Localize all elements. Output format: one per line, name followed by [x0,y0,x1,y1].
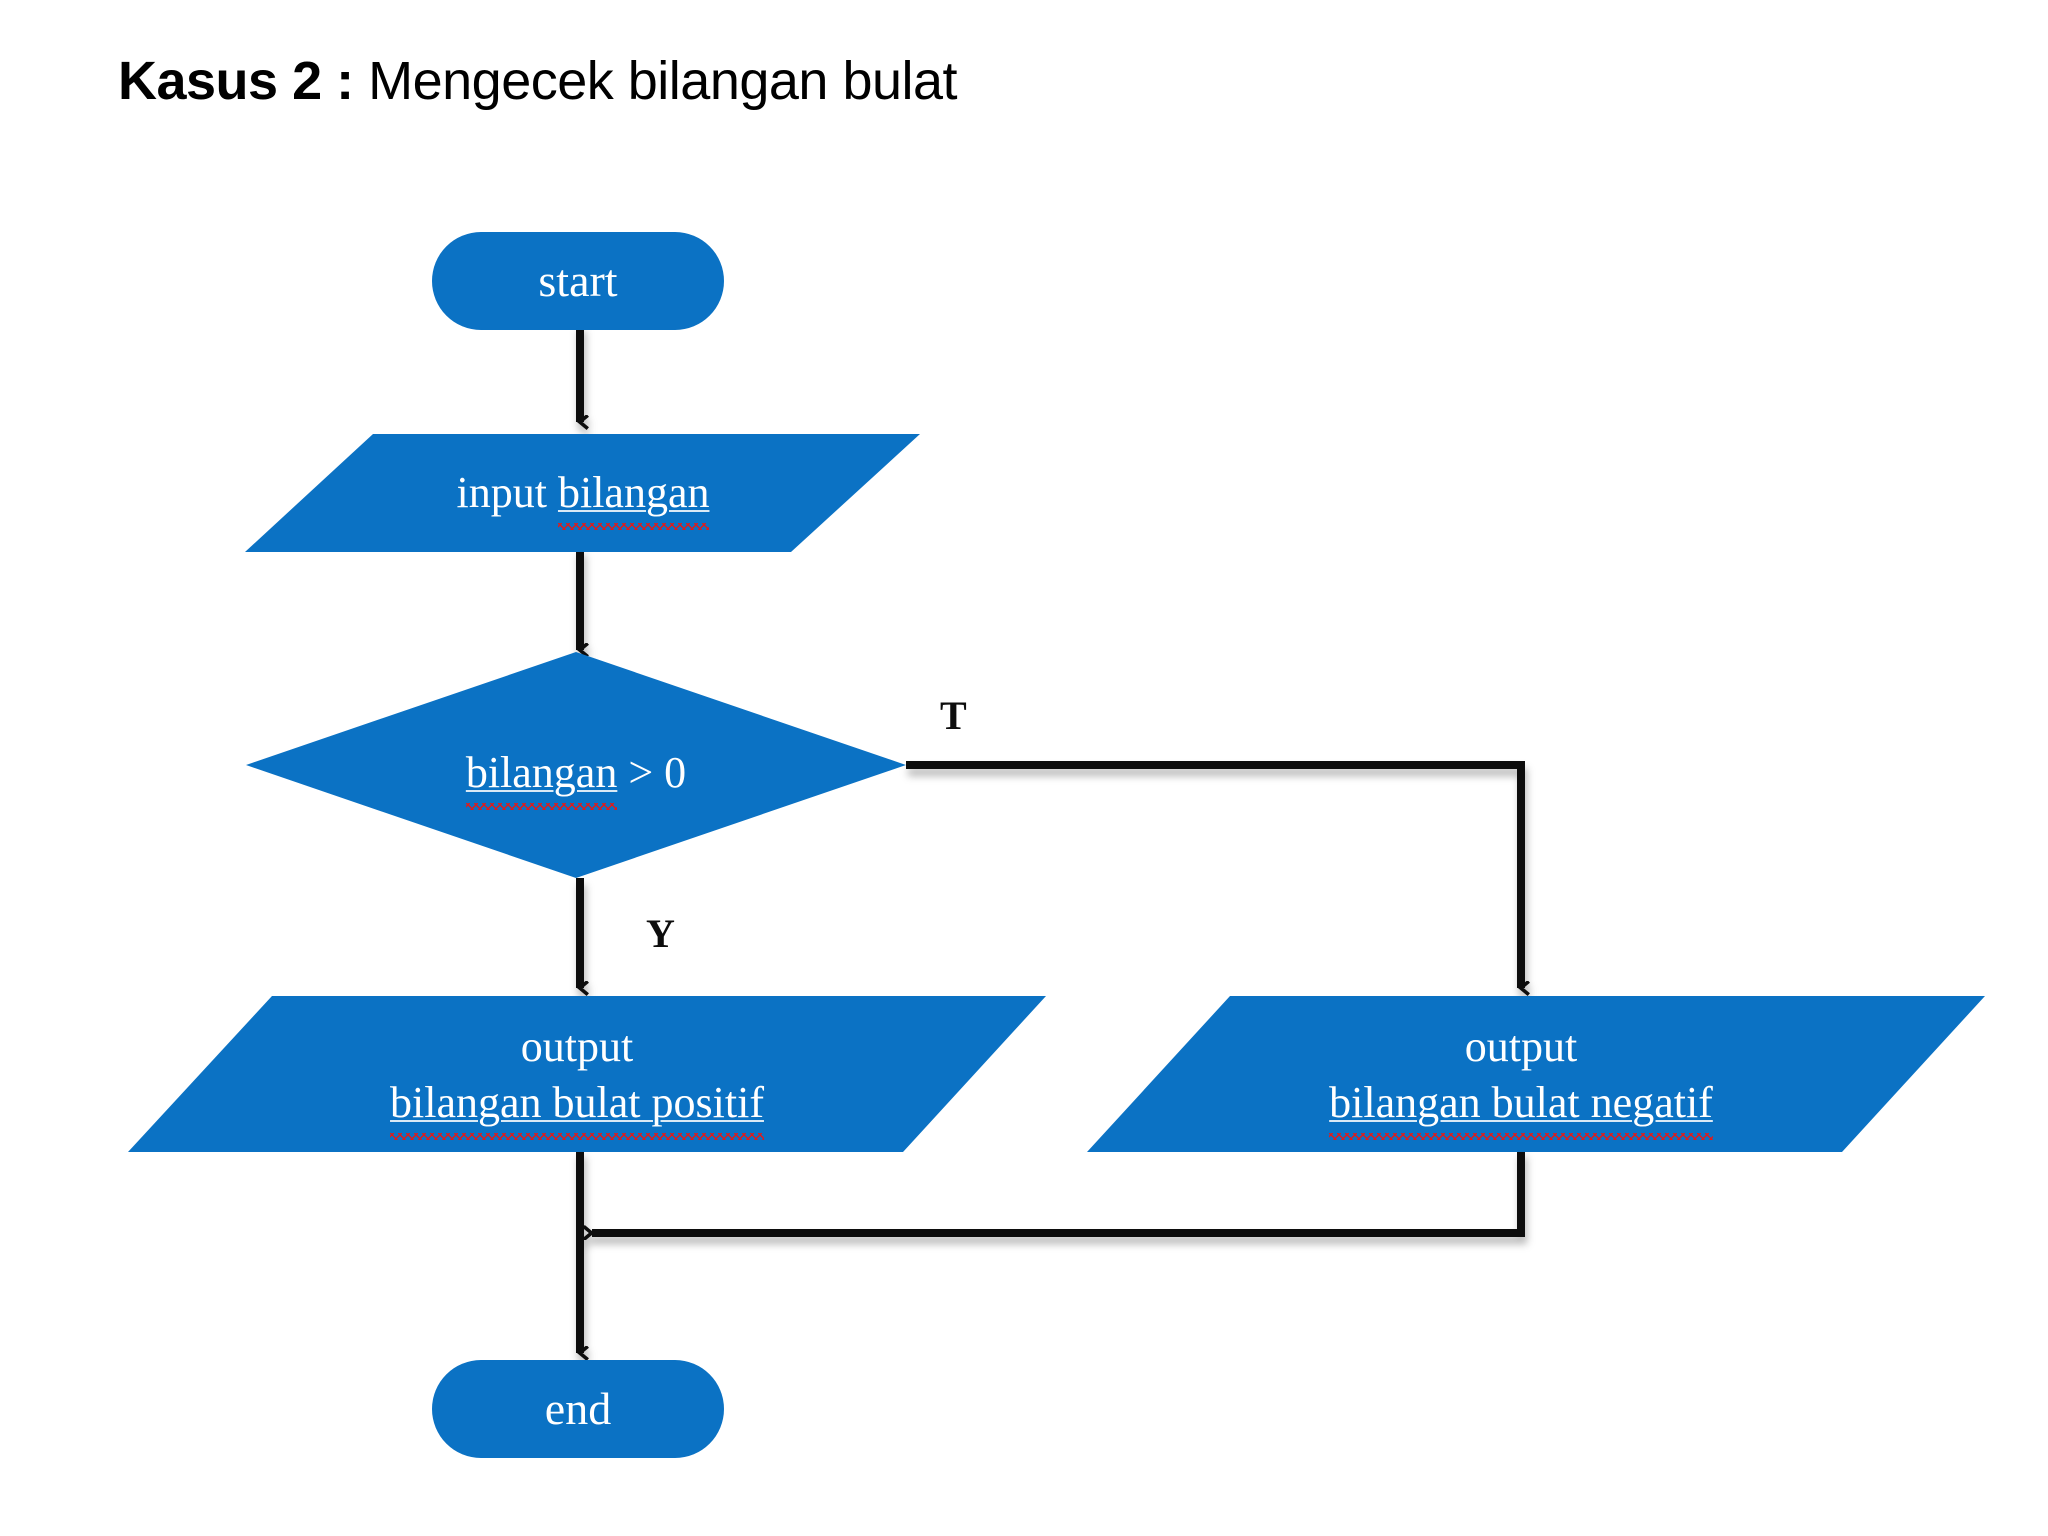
node-start[interactable] [432,232,724,330]
node-input[interactable] [245,434,920,552]
node-output-negative[interactable] [1087,996,1985,1152]
node-end[interactable] [432,1360,724,1458]
connectors [576,324,1525,1353]
page-title-bold: Kasus 2 : [118,51,354,111]
node-output-positive[interactable] [128,996,1046,1152]
page-title: Kasus 2 : Mengecek bilangan bulat [118,51,958,111]
node-decision[interactable] [246,652,906,878]
page-title-rest: Mengecek bilangan bulat [353,51,958,111]
edge-out-neg-to-merge [592,1150,1525,1233]
flow-shapes [128,232,1985,1458]
edge-decision-to-out-neg [906,761,1521,988]
